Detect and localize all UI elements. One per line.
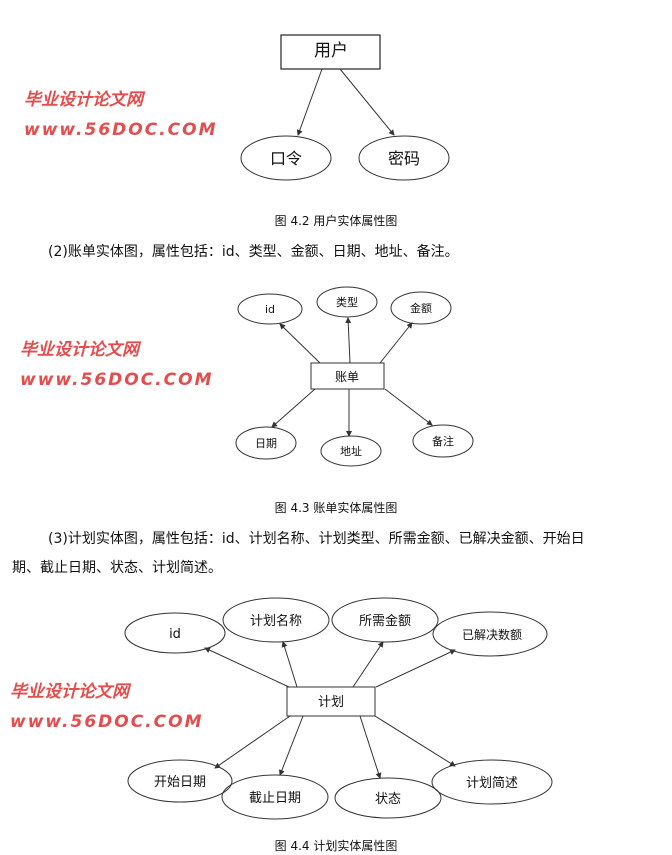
watermark: 毕业设计论文网 <box>24 90 143 110</box>
attr: id <box>265 303 275 316</box>
bill-entity-diagram: 账单 id 类型 金额 日期 地址 备注 <box>235 286 474 467</box>
entity-user: 用户 <box>314 41 348 61</box>
paragraph: 期、截止日期、状态、计划简述。 <box>12 560 222 576</box>
attr: 日期 <box>255 437 277 450</box>
plan-entity-diagram: 计划 id 计划名称 所需金额 已解决数额 开始日期 截止日期 状态 计划简述 <box>124 597 553 820</box>
attr: 截止日期 <box>249 791 301 806</box>
figure-caption: 图 4.3 账单实体属性图 <box>274 501 398 515</box>
attr: id <box>169 627 181 642</box>
paragraph: (2)账单实体图，属性包括：id、类型、金额、日期、地址、备注。 <box>48 244 459 260</box>
watermark: www.56DOC.COM <box>10 712 204 732</box>
attr: 状态 <box>375 792 401 807</box>
attr: 密码 <box>388 149 420 168</box>
user-entity-diagram: 用户 口令 密码 <box>240 34 450 181</box>
attr: 所需金额 <box>359 613 411 629</box>
attr: 口令 <box>270 149 302 168</box>
attr: 计划名称 <box>250 613 302 629</box>
entity-bill: 账单 <box>335 370 359 384</box>
watermark: 毕业设计论文网 <box>10 682 129 702</box>
watermark: www.56DOC.COM <box>20 370 214 390</box>
attr: 地址 <box>340 444 362 458</box>
attr: 已解决数额 <box>462 627 522 642</box>
paragraph: (3)计划实体图，属性包括：id、计划名称、计划类型、所需金额、已解决金额、开始… <box>48 531 585 547</box>
entity-plan: 计划 <box>318 695 344 710</box>
figure-caption: 图 4.4 计划实体属性图 <box>274 839 398 853</box>
attr: 类型 <box>336 295 358 309</box>
attr: 金额 <box>410 301 432 315</box>
attr: 备注 <box>432 434 454 448</box>
figure-caption: 图 4.2 用户实体属性图 <box>274 214 398 228</box>
watermark: www.56DOC.COM <box>24 120 218 140</box>
attr: 开始日期 <box>154 775 206 790</box>
watermark: 毕业设计论文网 <box>20 340 139 360</box>
attr: 计划简述 <box>466 775 518 791</box>
